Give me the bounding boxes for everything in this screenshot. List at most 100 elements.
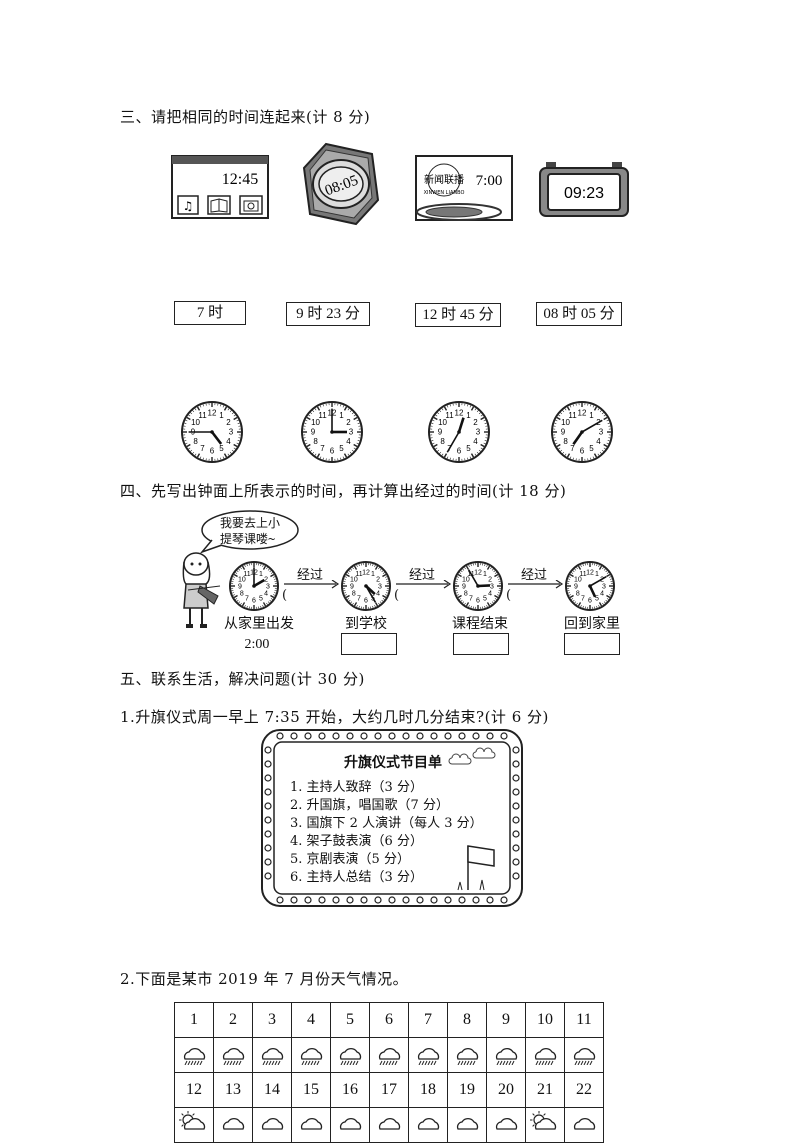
day-cell: 17 <box>370 1073 409 1108</box>
day-cell: 11 <box>565 1003 604 1038</box>
day-cell: 1 <box>175 1003 214 1038</box>
svg-text:5: 5 <box>219 444 224 453</box>
svg-text:12: 12 <box>208 409 217 418</box>
day-cell: 20 <box>487 1073 526 1108</box>
watch-picture: 08:05 <box>300 140 382 228</box>
svg-text:7: 7 <box>320 444 325 453</box>
answer-box[interactable] <box>453 633 509 655</box>
program-item: 4. 架子鼓表演（6 分） <box>290 830 423 849</box>
girl-violin-picture <box>176 550 224 632</box>
svg-text:8: 8 <box>563 437 568 446</box>
svg-text:9: 9 <box>238 583 242 590</box>
svg-text:3: 3 <box>229 428 234 437</box>
rain-icon <box>370 1038 409 1073</box>
svg-text:6: 6 <box>580 447 585 456</box>
rain-icon <box>487 1038 526 1073</box>
program-item: 2. 升国旗，唱国歌（7 分） <box>290 794 449 813</box>
svg-text:12: 12 <box>455 409 464 418</box>
svg-text:11: 11 <box>568 411 577 420</box>
day-cell: 14 <box>253 1073 292 1108</box>
svg-text:4: 4 <box>226 437 231 446</box>
svg-text:11: 11 <box>318 411 327 420</box>
table-row: 1 2 3 4 5 6 7 8 9 10 11 <box>175 1003 604 1038</box>
svg-text:9: 9 <box>438 428 443 437</box>
section5-title: 五、联系生活，解决问题(计 30 分) <box>120 668 365 689</box>
program-item: 1. 主持人致辞（3 分） <box>290 776 423 795</box>
day-cell: 9 <box>487 1003 526 1038</box>
time-label[interactable]: 9 时 23 分 <box>286 302 370 326</box>
svg-text:5: 5 <box>259 595 263 602</box>
section4-title: 四、先写出钟面上所表示的时间，再计算出经过的时间(计 18 分) <box>120 480 566 501</box>
day-cell: 10 <box>526 1003 565 1038</box>
svg-text:9: 9 <box>561 428 566 437</box>
svg-text:♫: ♫ <box>183 199 194 213</box>
time-label[interactable]: 12 时 45 分 <box>415 303 501 327</box>
svg-text:12: 12 <box>474 569 482 576</box>
day-cell: 6 <box>370 1003 409 1038</box>
day-cell: 2 <box>214 1003 253 1038</box>
tv-news-picture: 新闻联播 XINWEN LIANBO 7:00 <box>414 154 514 222</box>
svg-text:4: 4 <box>596 437 601 446</box>
svg-text:1: 1 <box>339 411 344 420</box>
svg-text:9: 9 <box>311 428 316 437</box>
svg-text:1: 1 <box>483 571 487 578</box>
tv-logo: 新闻联播 <box>424 173 464 186</box>
day-cell: 3 <box>253 1003 292 1038</box>
program-item: 5. 京剧表演（5 分） <box>290 848 410 867</box>
svg-text:11: 11 <box>198 411 207 420</box>
day-cell: 22 <box>565 1073 604 1108</box>
svg-text:8: 8 <box>193 437 198 446</box>
svg-text:2: 2 <box>226 418 231 427</box>
svg-text:4: 4 <box>346 437 351 446</box>
svg-text:1: 1 <box>595 571 599 578</box>
table-row: 12 13 14 15 16 17 18 19 20 21 22 <box>175 1073 604 1108</box>
answer-box[interactable] <box>341 633 397 655</box>
tv-logo-sub: XINWEN LIANBO <box>424 190 465 196</box>
svg-text:6: 6 <box>457 447 462 456</box>
paren: ( <box>394 588 399 603</box>
caption-class-end: 课程结束 <box>448 613 512 633</box>
svg-text:1: 1 <box>259 571 263 578</box>
time-label[interactable]: 7 时 <box>174 301 246 325</box>
phone-screen-picture: 12:45 ♫ <box>170 154 270 220</box>
rain-icon <box>526 1038 565 1073</box>
sun-cloud-icon <box>526 1108 565 1143</box>
svg-text:3: 3 <box>599 428 604 437</box>
caption-leave-home: 从家里出发 <box>222 613 296 633</box>
svg-text:7: 7 <box>570 444 575 453</box>
svg-text:8: 8 <box>440 437 445 446</box>
day-cell: 5 <box>331 1003 370 1038</box>
svg-text:6: 6 <box>210 447 215 456</box>
rain-icon <box>253 1038 292 1073</box>
speech-text: 我要去上小 提琴课喽~ <box>220 515 280 547</box>
day-cell: 7 <box>409 1003 448 1038</box>
answer-box[interactable] <box>564 633 620 655</box>
svg-text:7: 7 <box>245 595 249 602</box>
svg-text:5: 5 <box>339 444 344 453</box>
table-row <box>175 1108 604 1143</box>
day-cell: 15 <box>292 1073 331 1108</box>
day-cell: 16 <box>331 1073 370 1108</box>
caption-arrive-school: 到学校 <box>336 613 396 633</box>
rain-icon <box>175 1038 214 1073</box>
svg-text:11: 11 <box>445 411 454 420</box>
program-item: 3. 国旗下 2 人演讲（每人 3 分） <box>290 812 483 831</box>
day-cell: 12 <box>175 1073 214 1108</box>
time-label[interactable]: 08 时 05 分 <box>536 302 622 326</box>
svg-text:6: 6 <box>330 447 335 456</box>
svg-text:2: 2 <box>346 418 351 427</box>
caption-return-home: 回到家里 <box>560 613 624 633</box>
cloud-icon <box>448 1108 487 1143</box>
svg-text:3: 3 <box>349 428 354 437</box>
day-cell: 13 <box>214 1073 253 1108</box>
cloud-icon <box>370 1108 409 1143</box>
svg-text:3: 3 <box>266 583 270 590</box>
svg-text:2: 2 <box>264 576 268 583</box>
arrows <box>282 580 622 610</box>
svg-text:1: 1 <box>371 571 375 578</box>
